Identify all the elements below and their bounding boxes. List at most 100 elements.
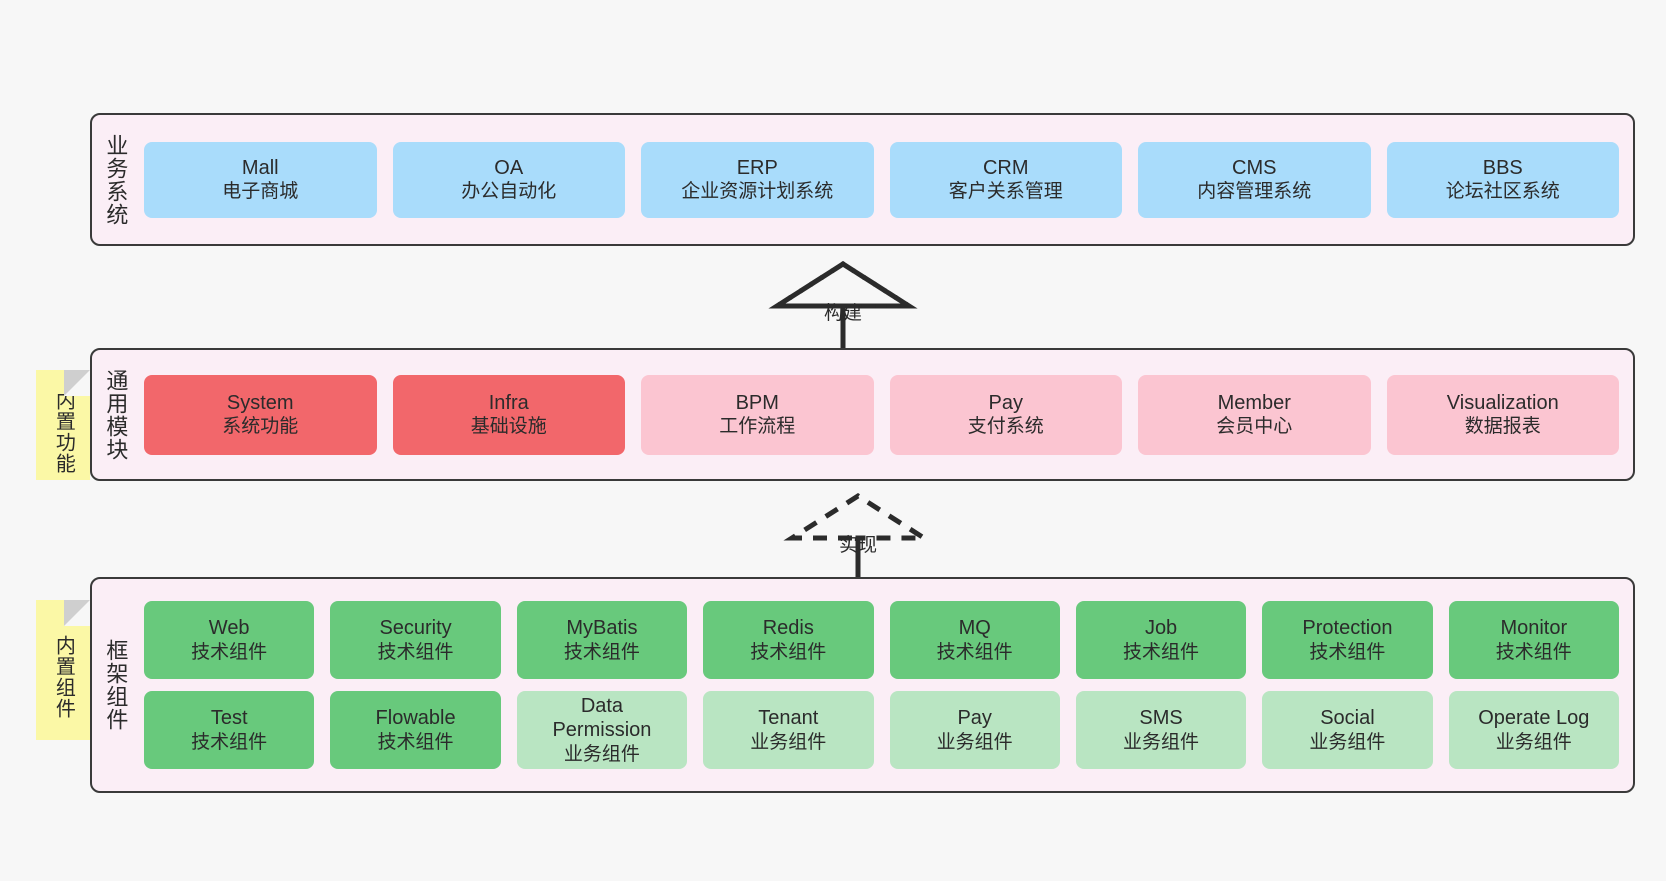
sticky-note-builtin-functions: 内置功能 — [36, 370, 90, 480]
card-test-desc: 技术组件 — [191, 731, 268, 753]
card-data-permission-name: Data — [580, 695, 624, 718]
card-sms-name: SMS — [1139, 707, 1183, 730]
band-common-modules: 通用模块 System 系统功能 Infra 基础设施 BPM 工作流程 Pay… — [90, 348, 1635, 481]
card-crm-desc: 客户关系管理 — [948, 181, 1063, 203]
card-mybatis-desc: 技术组件 — [563, 641, 640, 663]
card-pay-component-name: Pay — [957, 707, 992, 730]
card-mall[interactable]: Mall 电子商城 — [144, 141, 377, 218]
card-erp-name: ERP — [736, 156, 778, 179]
card-sms-desc: 业务组件 — [1123, 731, 1200, 753]
card-tenant-desc: 业务组件 — [750, 731, 827, 753]
card-data-permission-desc: 业务组件 — [563, 743, 640, 765]
arrow-implement: 实现 — [778, 490, 938, 590]
card-tenant-name: Tenant — [758, 707, 819, 730]
card-test-name: Test — [210, 707, 248, 730]
card-member[interactable]: Member 会员中心 — [1138, 374, 1371, 455]
card-monitor-name: Monitor — [1500, 617, 1568, 640]
card-job-name: Job — [1144, 617, 1178, 640]
card-tenant[interactable]: Tenant 业务组件 — [703, 691, 874, 769]
card-monitor[interactable]: Monitor 技术组件 — [1448, 601, 1619, 679]
card-system-name: System — [226, 391, 294, 414]
card-test[interactable]: Test 技术组件 — [144, 691, 315, 769]
band-business-systems-title: 业务系统 — [103, 133, 129, 226]
framework-components-row-2: Test 技术组件 Flowable 技术组件 Data Permission … — [144, 691, 1619, 769]
card-redis-name: Redis — [762, 617, 814, 640]
card-redis[interactable]: Redis 技术组件 — [703, 601, 874, 679]
band-common-modules-body: System 系统功能 Infra 基础设施 BPM 工作流程 Pay 支付系统… — [138, 350, 1633, 479]
card-protection-name: Protection — [1302, 617, 1393, 640]
card-erp[interactable]: ERP 企业资源计划系统 — [641, 141, 874, 218]
card-infra-desc: 基础设施 — [470, 416, 547, 438]
business-systems-row: Mall 电子商城 OA 办公自动化 ERP 企业资源计划系统 CRM 客户关系… — [144, 141, 1619, 218]
card-crm-name: CRM — [982, 156, 1029, 179]
card-oa-name: OA — [494, 156, 524, 179]
card-pay-component[interactable]: Pay 业务组件 — [889, 691, 1060, 769]
card-member-name: Member — [1217, 391, 1291, 414]
card-mall-name: Mall — [241, 156, 279, 179]
card-mq-desc: 技术组件 — [936, 641, 1013, 663]
band-business-systems-body: Mall 电子商城 OA 办公自动化 ERP 企业资源计划系统 CRM 客户关系… — [138, 115, 1633, 244]
band-framework-components: 框架组件 Web 技术组件 Security 技术组件 MyBatis 技术组件… — [90, 577, 1635, 793]
card-mq-name: MQ — [958, 617, 991, 640]
card-member-desc: 会员中心 — [1216, 416, 1293, 438]
card-pay-component-desc: 业务组件 — [936, 731, 1013, 753]
card-erp-desc: 企业资源计划系统 — [681, 181, 834, 203]
card-operate-log-desc: 业务组件 — [1495, 731, 1572, 753]
common-modules-row: System 系统功能 Infra 基础设施 BPM 工作流程 Pay 支付系统… — [144, 374, 1619, 455]
card-flowable[interactable]: Flowable 技术组件 — [330, 691, 501, 769]
card-social-desc: 业务组件 — [1309, 731, 1386, 753]
card-pay-module-desc: 支付系统 — [967, 416, 1044, 438]
card-security-name: Security — [379, 617, 452, 640]
band-business-systems: 业务系统 Mall 电子商城 OA 办公自动化 ERP 企业资源计划系统 CRM… — [90, 113, 1635, 246]
card-oa[interactable]: OA 办公自动化 — [392, 141, 625, 218]
card-web-name: Web — [208, 617, 250, 640]
card-security[interactable]: Security 技术组件 — [330, 601, 501, 679]
card-bpm-desc: 工作流程 — [719, 416, 796, 438]
card-mall-desc: 电子商城 — [222, 181, 299, 203]
card-bbs-desc: 论坛社区系统 — [1445, 181, 1560, 203]
card-bpm-name: BPM — [735, 391, 779, 414]
card-social[interactable]: Social 业务组件 — [1262, 691, 1433, 769]
band-common-modules-title: 通用模块 — [103, 368, 129, 461]
card-visualization[interactable]: Visualization 数据报表 — [1386, 374, 1619, 455]
card-web-desc: 技术组件 — [191, 641, 268, 663]
card-social-name: Social — [1320, 707, 1375, 730]
card-data-permission-name2: Permission — [552, 719, 652, 742]
card-infra[interactable]: Infra 基础设施 — [392, 374, 625, 455]
card-job[interactable]: Job 技术组件 — [1075, 601, 1247, 679]
card-cms[interactable]: CMS 内容管理系统 — [1138, 141, 1371, 218]
framework-components-row-1: Web 技术组件 Security 技术组件 MyBatis 技术组件 Redi… — [144, 601, 1619, 679]
arrow-implement-icon — [783, 493, 933, 582]
card-crm[interactable]: CRM 客户关系管理 — [889, 141, 1122, 218]
sticky-note-builtin-components: 内置组件 — [36, 600, 90, 740]
card-monitor-desc: 技术组件 — [1495, 641, 1572, 663]
arrow-build: 构建 — [763, 258, 923, 358]
arrow-build-icon — [768, 261, 918, 350]
card-bbs[interactable]: BBS 论坛社区系统 — [1386, 141, 1619, 218]
band-framework-components-body: Web 技术组件 Security 技术组件 MyBatis 技术组件 Redi… — [138, 579, 1633, 791]
card-job-desc: 技术组件 — [1123, 641, 1200, 663]
card-visualization-name: Visualization — [1446, 391, 1559, 414]
card-flowable-desc: 技术组件 — [377, 731, 454, 753]
card-system-desc: 系统功能 — [222, 416, 299, 438]
card-sms[interactable]: SMS 业务组件 — [1075, 691, 1247, 769]
card-mq[interactable]: MQ 技术组件 — [889, 601, 1060, 679]
card-bpm[interactable]: BPM 工作流程 — [641, 374, 874, 455]
card-pay-module-name: Pay — [988, 391, 1023, 414]
card-visualization-desc: 数据报表 — [1464, 416, 1541, 438]
card-pay-module[interactable]: Pay 支付系统 — [889, 374, 1122, 455]
card-oa-desc: 办公自动化 — [461, 181, 557, 203]
band-framework-components-title: 框架组件 — [103, 639, 129, 731]
card-system[interactable]: System 系统功能 — [144, 374, 377, 455]
card-infra-name: Infra — [488, 391, 529, 414]
card-protection-desc: 技术组件 — [1309, 641, 1386, 663]
card-mybatis-name: MyBatis — [566, 617, 638, 640]
card-data-permission[interactable]: Data Permission 业务组件 — [516, 691, 688, 769]
card-protection[interactable]: Protection 技术组件 — [1262, 601, 1433, 679]
card-cms-desc: 内容管理系统 — [1197, 181, 1312, 203]
card-operate-log[interactable]: Operate Log 业务组件 — [1448, 691, 1619, 769]
card-web[interactable]: Web 技术组件 — [144, 601, 315, 679]
card-mybatis[interactable]: MyBatis 技术组件 — [516, 601, 688, 679]
card-security-desc: 技术组件 — [377, 641, 454, 663]
card-flowable-name: Flowable — [375, 707, 456, 730]
